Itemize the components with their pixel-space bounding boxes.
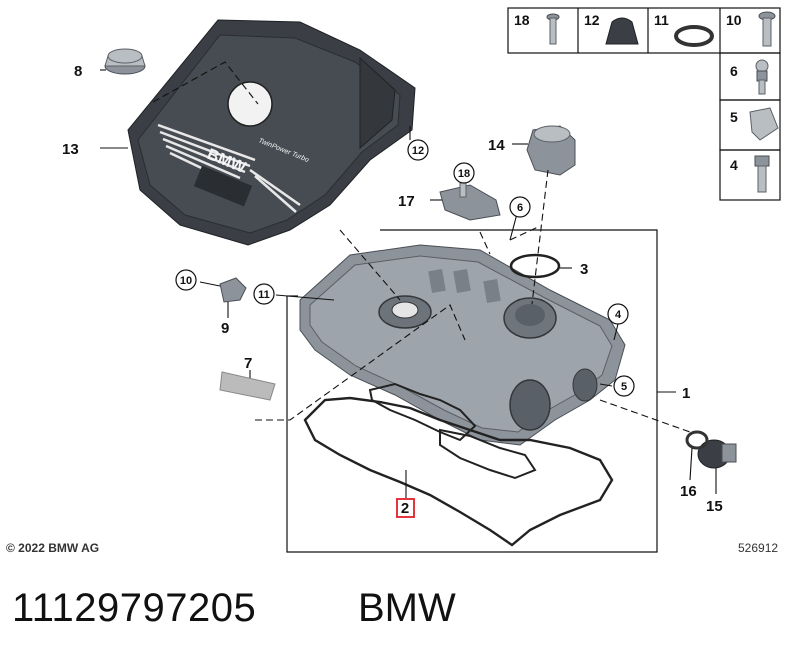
grid-label-12: 12 (584, 12, 600, 28)
grid-label-6: 6 (730, 63, 738, 79)
label-2: 2 (401, 500, 409, 517)
o-ring-icon (674, 25, 714, 47)
stud-icon (754, 155, 770, 193)
label-1: 1 (682, 385, 690, 402)
screw-icon (546, 13, 560, 45)
callout-6: 6 (517, 202, 523, 214)
label-9: 9 (221, 320, 229, 337)
plain-labels: 8 13 14 17 3 9 7 1 16 15 2 (62, 63, 723, 518)
label-16: 16 (680, 483, 697, 500)
bolt-icon (758, 11, 776, 47)
label-14: 14 (488, 137, 505, 154)
foam-strip (219, 371, 276, 401)
oil-filler-cap (104, 48, 146, 75)
label-17: 17 (398, 193, 415, 210)
seal-ring (509, 253, 561, 279)
sensor-cap (526, 125, 576, 176)
footer-brand: BMW (358, 586, 456, 630)
valve-cover (299, 244, 626, 446)
image-number: 526912 (738, 541, 779, 555)
sensor-o-ring (685, 430, 709, 450)
sensor (697, 439, 737, 469)
label-7: 7 (244, 355, 252, 372)
label-3: 3 (580, 261, 588, 278)
callout-5: 5 (621, 381, 627, 393)
bracket (439, 184, 501, 221)
footer-part-number: 11129797205 (12, 586, 257, 630)
callout-11: 11 (258, 289, 270, 301)
bracket-screw (459, 182, 467, 198)
grid-label-5: 5 (730, 109, 738, 125)
callouts: 12 18 6 10 11 4 5 (175, 139, 635, 397)
grommet-icon (605, 17, 639, 45)
grid-label-4: 4 (730, 157, 738, 173)
callout-12: 12 (412, 145, 424, 157)
grid-label-10: 10 (726, 12, 742, 28)
callout-10: 10 (180, 275, 192, 287)
engine-cover: BMW TwinPower Turbo (127, 19, 416, 246)
callout-18: 18 (458, 168, 470, 180)
callout-4: 4 (615, 309, 622, 321)
highlight-box (396, 498, 415, 518)
label-8: 8 (74, 63, 82, 80)
gasket (303, 382, 614, 547)
vent-valve (219, 277, 247, 303)
label-13: 13 (62, 141, 79, 158)
grid-label-11: 11 (654, 12, 669, 28)
clip-icon (749, 107, 779, 141)
ball-stud-icon (755, 59, 769, 95)
small-parts-grid: 18 12 11 10 6 5 4 (507, 7, 781, 201)
grid-label-18: 18 (514, 12, 530, 28)
label-15: 15 (706, 498, 723, 515)
copyright-notice: © 2022 BMW AG (6, 541, 100, 555)
